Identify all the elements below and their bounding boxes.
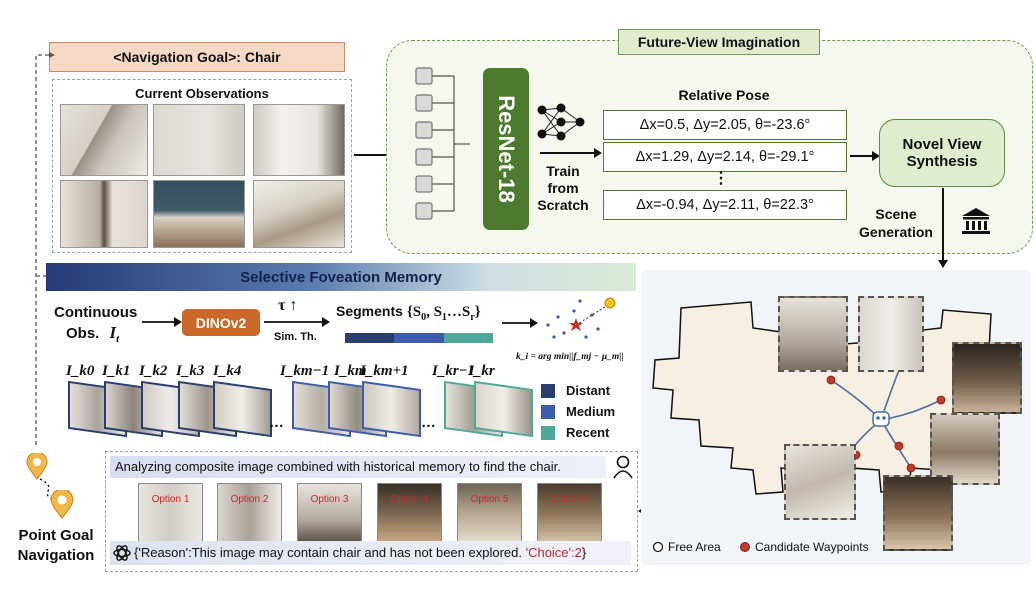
dino-to-segments-arrow [264, 317, 330, 327]
observation-image-4 [60, 180, 148, 248]
sim-threshold-label: Sim. Th. [274, 331, 317, 343]
memory-frame-recent-2 [474, 380, 533, 438]
option-image-5[interactable]: Option 5 [457, 483, 522, 543]
point-goal-navigation-label: Point Goal Navigation [17, 527, 95, 564]
frame-label-k1: I_k1 [102, 363, 131, 379]
memory-frame-medium-3 [362, 380, 421, 438]
novel-view-synthesis-box: Novel View Synthesis [879, 119, 1005, 187]
frame-label-km-1: I_km−1 [280, 363, 330, 379]
observation-image-1 [60, 104, 148, 176]
train-to-pose-arrow [540, 148, 602, 158]
resnet-label: ResNet-18 [494, 95, 519, 203]
analysis-panel [105, 451, 638, 572]
current-observations-title: Current Observations [135, 86, 269, 101]
legend-recent-label: Recent [566, 425, 610, 440]
frame-label-km+1: I_km+1 [360, 363, 409, 379]
user-icon [613, 455, 633, 479]
legend-medium-swatch [541, 405, 555, 419]
frame-label-k2: I_k2 [139, 363, 168, 379]
observation-image-5 [153, 180, 245, 248]
segment-distant [345, 333, 395, 343]
candidate-waypoint-legend-label: Candidate Waypoints [755, 540, 869, 554]
llm-logo-icon [113, 545, 131, 561]
map-view-image-2 [858, 296, 924, 372]
frame-label-kr: I_kr [468, 363, 495, 379]
memory-title: Selective Foveation Memory [240, 269, 442, 286]
segments-label: Segments {S0, S1…Sr} [336, 303, 481, 323]
legend-distant-swatch [541, 384, 555, 398]
scene-generation-label: Scene Generation [859, 206, 933, 240]
neural-network-icon [537, 103, 585, 141]
dinov2-box: DINOv2 [182, 309, 260, 336]
cluster-scatter-icon [546, 297, 616, 339]
map-view-image-3 [952, 342, 1022, 414]
legend-distant-label: Distant [566, 383, 611, 398]
pose-box-3: Δx=-0.94, Δy=2.11, θ=22.3° [603, 190, 847, 220]
feedback-loop-lines [35, 52, 55, 445]
pose-ellipsis: ⋮ [713, 170, 729, 187]
frame-label-k0: I_k0 [66, 363, 95, 379]
analysis-reason-bar [110, 541, 631, 565]
frame-label-k3: I_k3 [176, 363, 205, 379]
pose-box-2: Δx=1.29, Δy=2.14, θ=-29.1° [603, 142, 847, 172]
nvs-to-map-arrow [938, 188, 948, 268]
free-area-legend-label: Free Area [668, 540, 721, 554]
frame-label-km: I_km [334, 363, 367, 379]
pose-to-nvs-arrow [850, 151, 880, 161]
map-view-image-4 [930, 413, 1000, 485]
relative-pose-title: Relative Pose [678, 87, 770, 103]
legend-recent-swatch [541, 426, 555, 440]
memory-frame-distant-5 [213, 380, 272, 438]
train-text: Train from Scratch [537, 163, 589, 213]
map-view-image-5 [784, 444, 856, 520]
location-pin-icon-2 [50, 490, 74, 519]
current-observations-panel: Current Observations [52, 79, 352, 253]
frame-label-kr-1: I_kr−1 [432, 363, 476, 379]
ellipsis-1: … [269, 414, 284, 431]
location-pin-icon-1 [26, 453, 48, 480]
option-image-2[interactable]: Option 2 [217, 483, 282, 543]
analysis-prompt-bar [110, 456, 606, 478]
option-image-1[interactable]: Option 1 [138, 483, 203, 543]
option-image-3[interactable]: Option 3 [297, 483, 362, 543]
analysis-prompt: Analyzing composite image combined with … [115, 459, 561, 474]
museum-icon [962, 208, 990, 234]
option-image-4[interactable]: Option 4 [377, 483, 442, 543]
memory-title-bar [46, 263, 636, 291]
continuous-obs-label: Continuous Obs. It [54, 304, 138, 345]
free-area-legend-icon [652, 541, 664, 553]
ellipsis-2: … [421, 414, 436, 431]
selection-formula: k_i = arg min||f_mj − μ_m|| [516, 352, 624, 362]
map-view-image-1 [778, 296, 848, 372]
future-view-title: Future-View Imagination [618, 29, 820, 55]
navigation-goal-label: <Navigation Goal>: Chair [49, 42, 345, 72]
segment-recent [443, 333, 493, 343]
tau-label: τ ↑ [278, 297, 298, 314]
pose-box-1: Δx=0.5, Δy=2.05, θ=-23.6° [603, 110, 847, 140]
segment-bar [345, 333, 493, 343]
observation-image-6 [253, 180, 345, 248]
resnet-block: ResNet-18 [483, 68, 529, 230]
candidate-waypoint-legend-icon [740, 542, 750, 552]
observation-image-3 [253, 104, 345, 176]
map-view-image-6 [883, 475, 953, 551]
segment-medium [394, 333, 444, 343]
option-image-6[interactable]: Option 6 [537, 483, 602, 543]
segments-to-cluster-arrow [502, 318, 538, 328]
obs-to-dino-arrow [142, 317, 182, 327]
frame-label-k4: I_k4 [213, 363, 242, 379]
analysis-reason: {'Reason':This image may contain chair a… [134, 545, 587, 560]
legend-medium-label: Medium [566, 404, 616, 419]
input-frames-stack [415, 67, 470, 220]
observation-image-2 [153, 104, 245, 176]
